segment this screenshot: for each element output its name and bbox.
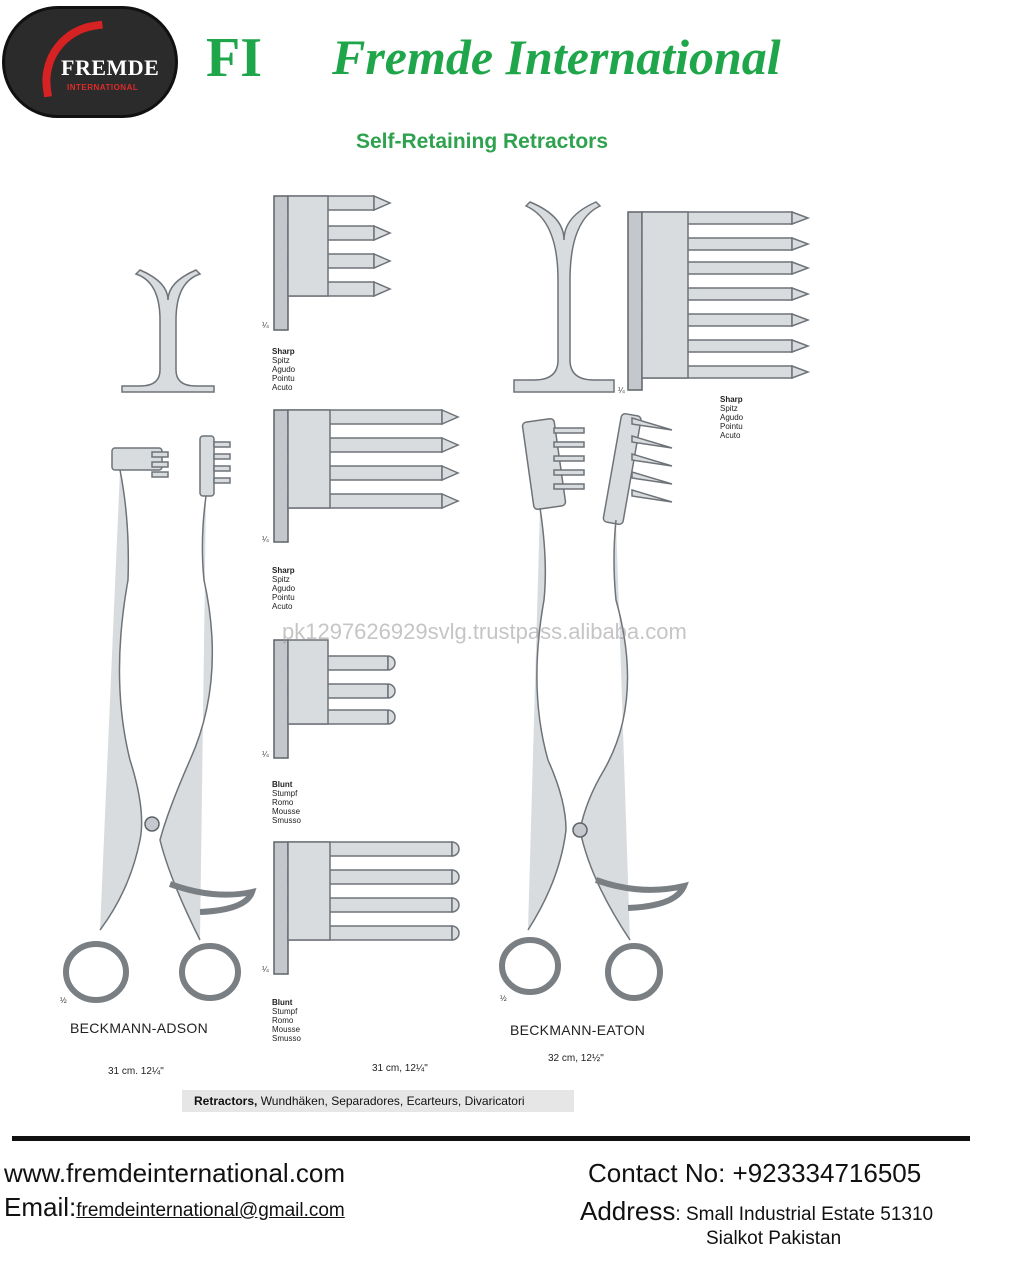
- blade-term: Agudo: [272, 584, 296, 593]
- legend-box: Retractors, Wundhäken, Separadores, Ecar…: [182, 1090, 574, 1112]
- blade-term: Smusso: [272, 816, 301, 825]
- instrument-size-middle: 31 cm, 12¼": [372, 1063, 428, 1074]
- address-line-2: Sialkot Pakistan: [706, 1228, 842, 1249]
- blade-type: Sharp: [272, 566, 295, 575]
- email-label: Email:: [4, 1192, 77, 1222]
- address-label: Address: [580, 1196, 676, 1226]
- legend-rest: Wundhäken, Separadores, Ecarteurs, Divar…: [257, 1094, 525, 1108]
- blade-term: Acuto: [720, 431, 741, 440]
- page-title: Self-Retaining Retractors: [355, 130, 609, 153]
- blade-term: Acuto: [272, 383, 293, 392]
- scale-mark: ½: [500, 994, 507, 1003]
- email-row: Email:fremdeinternational@gmail.com: [4, 1192, 345, 1223]
- blade-term: Agudo: [272, 365, 296, 374]
- beckmann-eaton-retractor-illustration: [499, 412, 689, 1001]
- blade-type: Sharp: [272, 347, 295, 356]
- blade-term: Mousse: [272, 1025, 301, 1034]
- small-blade-pair-illustration: [121, 269, 215, 393]
- blade-term: Smusso: [272, 1034, 301, 1043]
- blade-term: Agudo: [720, 413, 744, 422]
- website-text[interactable]: www.fremdeinternational.com: [4, 1158, 346, 1188]
- blade-spec-sharp-2: Sharp Spitz Agudo Pointu Acuto: [272, 566, 295, 611]
- company-name: Fremde International: [332, 29, 781, 85]
- blade-term: Acuto: [272, 602, 293, 611]
- blade-type: Sharp: [720, 395, 743, 404]
- footer-divider: [12, 1136, 970, 1141]
- scale-mark: ¼: [618, 386, 625, 395]
- blade-term: Spitz: [272, 575, 290, 584]
- blade-blunt-3-prong-illustration: [273, 639, 396, 759]
- blade-type: Blunt: [272, 780, 293, 789]
- blade-spec-blunt-1: Blunt Stumpf Romo Mousse Smusso: [272, 780, 301, 825]
- blade-term: Pointu: [272, 374, 295, 383]
- address-row: Address: Small Industrial Estate 51310: [580, 1196, 933, 1227]
- instrument-size-right: 32 cm, 12½": [548, 1053, 604, 1064]
- blade-term: Spitz: [720, 404, 738, 413]
- company-logo: FREMDE INTERNATIONAL: [2, 6, 178, 118]
- blade-term: Pointu: [272, 593, 295, 602]
- beckmann-adson-retractor-illustration: [63, 435, 257, 1003]
- blade-term: Stumpf: [272, 789, 298, 798]
- scale-mark: ¼: [262, 965, 269, 974]
- blade-sharp-4-prong-large-illustration: [273, 408, 460, 543]
- instrument-name-left: BECKMANN-ADSON: [70, 1020, 208, 1036]
- blade-spec-sharp-1: Sharp Spitz Agudo Pointu Acuto: [272, 347, 295, 392]
- blade-sharp-7-prong-illustration: [627, 210, 811, 391]
- scale-mark: ¼: [262, 750, 269, 759]
- blade-spec-blunt-2: Blunt Stumpf Romo Mousse Smusso: [272, 998, 301, 1043]
- blade-type: Blunt: [272, 998, 293, 1007]
- blade-term: Pointu: [720, 422, 743, 431]
- scale-mark: ¼: [262, 321, 269, 330]
- blade-term: Romo: [272, 1016, 294, 1025]
- fi-mark: FI: [206, 27, 262, 89]
- blade-sharp-4-prong-illustration: [273, 194, 392, 331]
- address-line-1: : Small Industrial Estate 51310: [675, 1204, 934, 1225]
- logo-sub-text: INTERNATIONAL: [67, 83, 139, 92]
- instrument-size-left: 31 cm. 12¼": [108, 1066, 164, 1077]
- blade-term: Mousse: [272, 807, 301, 816]
- blade-blunt-4-prong-large-illustration: [273, 841, 460, 975]
- watermark-text: pk1297626929svlg.trustpass.alibaba.com: [282, 619, 687, 644]
- legend-bold: Retractors,: [194, 1094, 258, 1108]
- logo-brand-text: FREMDE: [61, 55, 160, 80]
- blade-spec-sharp-3: Sharp Spitz Agudo Pointu Acuto: [720, 395, 743, 440]
- blade-term: Spitz: [272, 356, 290, 365]
- blade-term: Romo: [272, 798, 294, 807]
- large-blade-pair-illustration: [513, 201, 615, 393]
- email-link[interactable]: fremdeinternational@gmail.com: [76, 1200, 345, 1221]
- blade-term: Stumpf: [272, 1007, 298, 1016]
- scale-mark: ¼: [262, 535, 269, 544]
- contact-number: Contact No: +923334716505: [588, 1158, 922, 1188]
- scale-mark: ½: [60, 996, 67, 1005]
- instrument-name-right: BECKMANN-EATON: [510, 1022, 646, 1038]
